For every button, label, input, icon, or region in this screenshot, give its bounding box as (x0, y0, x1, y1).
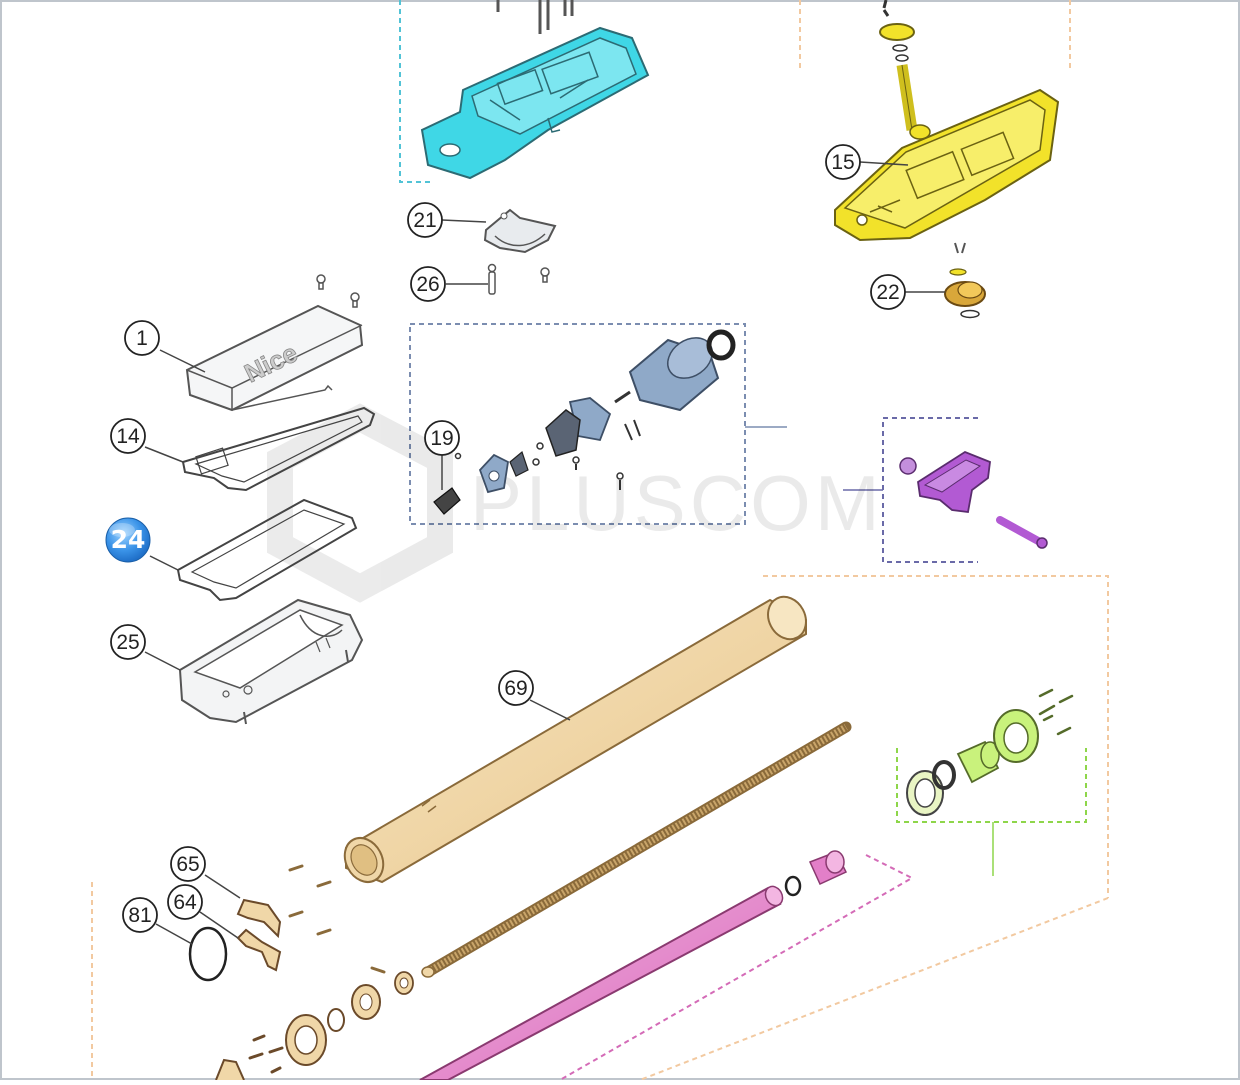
group-box-shaft (559, 854, 915, 1081)
group-box-control-unit (399, 0, 434, 183)
callout-label: 1 (136, 327, 148, 350)
part-24-gasket[interactable] (176, 498, 358, 602)
part-64-clamp[interactable] (236, 928, 282, 972)
group-box-front (896, 748, 1087, 823)
part-lead-screw[interactable] (421, 721, 852, 978)
callout-65[interactable]: 65 (170, 846, 206, 882)
callout-label: 15 (831, 151, 854, 174)
callout-19[interactable]: 19 (424, 420, 460, 456)
callout-15[interactable]: 15 (825, 144, 861, 180)
callout-label: 65 (176, 853, 199, 876)
part-1-wire (231, 384, 333, 411)
callout-label: 22 (876, 281, 899, 304)
callout-22[interactable]: 22 (870, 274, 906, 310)
part-base-housing[interactable] (834, 0, 1060, 242)
callout-label: 81 (128, 904, 151, 927)
watermark-text: PLUSCOM (470, 459, 884, 547)
leader-lines (144, 161, 945, 945)
callout-label: 26 (416, 273, 439, 296)
callout-25[interactable]: 25 (110, 624, 146, 660)
callout-label: 24 (111, 525, 146, 554)
part-1-cover[interactable]: Nice (185, 304, 364, 412)
part-25-housing[interactable] (178, 598, 364, 725)
callout-label: 69 (504, 677, 527, 700)
part-65-clamp[interactable] (236, 898, 282, 939)
part-motor-bracket[interactable] (899, 450, 1048, 549)
callout-label: 19 (430, 427, 453, 450)
group-box-motor (409, 323, 746, 525)
callout-69[interactable]: 69 (498, 670, 534, 706)
callout-26[interactable]: 26 (410, 266, 446, 302)
part-inner-shaft[interactable] (419, 850, 848, 1081)
watermark: PLUSCOM (267, 403, 884, 603)
part-26-screws[interactable] (316, 263, 550, 308)
callout-label: 64 (173, 891, 197, 914)
group-box-tube-diagonal (639, 897, 1109, 1081)
part-21-bracket[interactable] (483, 208, 557, 254)
part-22-gear[interactable] (944, 242, 986, 319)
part-motor-assembly[interactable] (433, 329, 736, 515)
callout-21[interactable]: 21 (407, 202, 443, 238)
part-control-unit-cover[interactable] (420, 0, 650, 180)
callout-14[interactable]: 14 (110, 418, 146, 454)
part-bearing-stack[interactable] (215, 971, 414, 1081)
part-81-ring[interactable] (188, 926, 228, 982)
callout-label: 25 (116, 631, 139, 654)
part-front-assembly[interactable] (906, 688, 1074, 816)
callout-label: 14 (116, 425, 140, 448)
callout-64[interactable]: 64 (167, 884, 203, 920)
part-rear-screws[interactable] (288, 864, 386, 974)
callout-81[interactable]: 81 (122, 897, 158, 933)
callout-1[interactable]: 1 (124, 320, 160, 356)
callout-label: 21 (413, 209, 436, 232)
part-69-outer-tube[interactable] (337, 590, 813, 889)
group-box-tube-top (763, 575, 1109, 898)
part-14-gasket[interactable] (181, 406, 376, 492)
callout-24-selected[interactable]: 24 (105, 517, 151, 563)
